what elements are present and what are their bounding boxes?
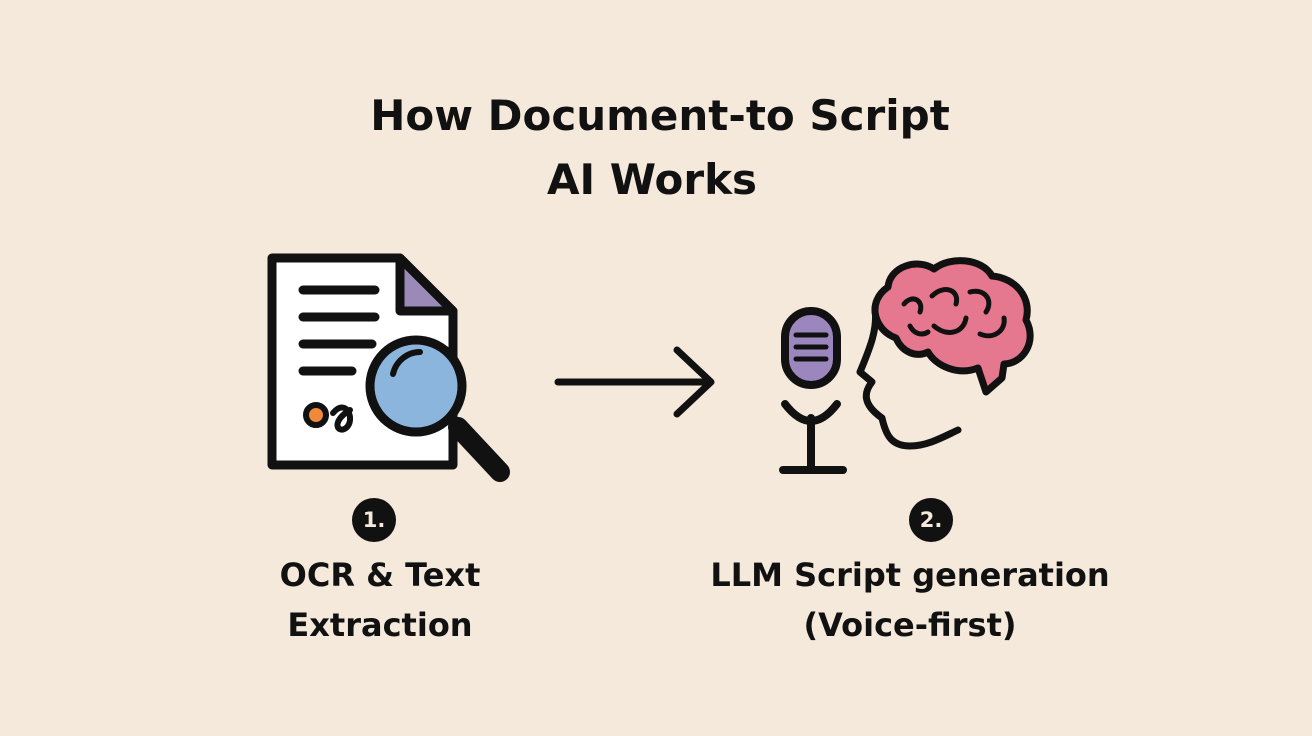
document-icon (267, 253, 458, 470)
head-profile-icon (856, 304, 962, 450)
page-fold-corner (395, 253, 458, 316)
step-1-label-line-2: Extraction (287, 606, 473, 644)
step-2-label: LLM Script generation (Voice-first) (680, 550, 1140, 650)
step-1-label: OCR & Text Extraction (230, 550, 530, 650)
text-lines (298, 285, 380, 376)
step-1-label-line-1: OCR & Text (279, 556, 481, 594)
microphone-icon (779, 307, 847, 474)
orange-dot-icon (303, 402, 329, 428)
diagram-title: How Document-to Script AI Works (0, 84, 1312, 212)
title-line-2: AI Works (546, 155, 758, 204)
document-magnifier-icon (267, 253, 510, 482)
title-line-1: How Document-to Script (370, 91, 950, 140)
step-2-label-line-1: LLM Script generation (710, 556, 1110, 594)
step-2-label-line-2: (Voice-first) (803, 606, 1017, 644)
step-1-number-badge: 1. (352, 498, 396, 542)
step-2-number-badge: 2. (909, 498, 953, 542)
microphone-brain-head-icon (779, 257, 1034, 474)
right-arrow-icon (554, 346, 715, 418)
brain-icon (871, 257, 1034, 396)
signature-squiggle (330, 404, 354, 433)
magnifier-icon (365, 335, 510, 482)
